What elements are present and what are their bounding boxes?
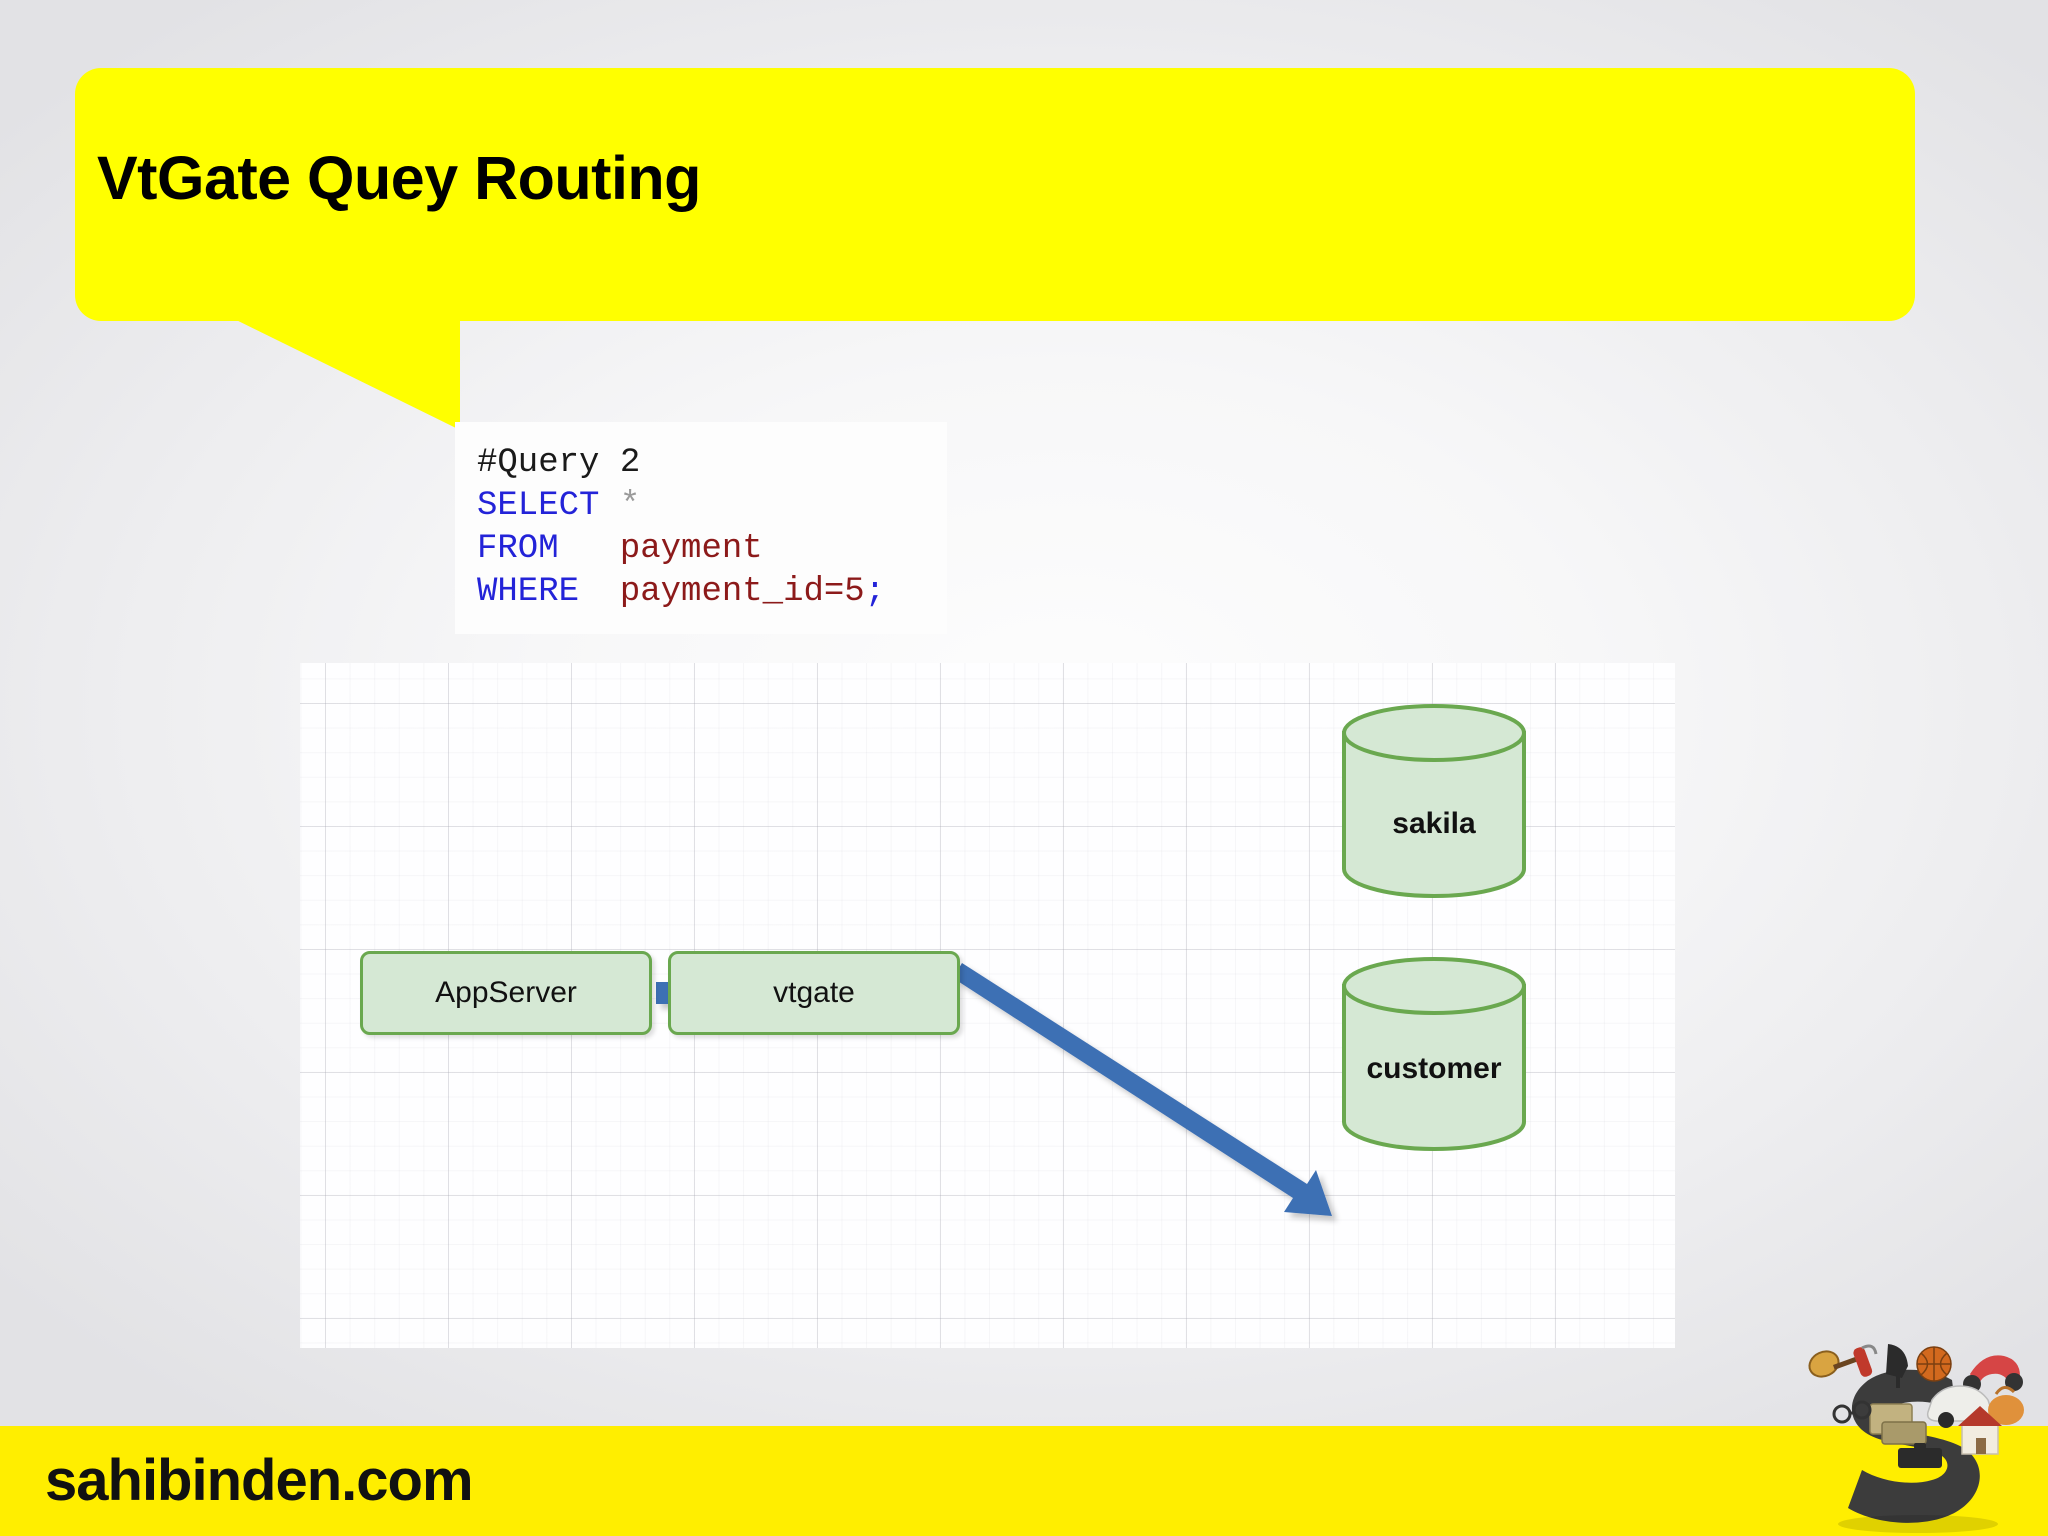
briefcase-icon xyxy=(1898,1443,1942,1468)
code-semicolon: ; xyxy=(864,573,886,611)
shoe-icon xyxy=(1886,1344,1908,1388)
title-bubble xyxy=(75,68,1915,321)
sahibinden-logo-icon xyxy=(1800,1336,2030,1536)
code-line-3: FROM payment xyxy=(455,528,947,571)
edge-vtgate-to-customer xyxy=(953,963,1332,1216)
footer-brand-text: sahibinden.com xyxy=(45,1448,474,1513)
code-table-name: payment xyxy=(619,530,763,568)
code-condition: payment_id=5 xyxy=(619,573,865,611)
code-comment: #Query 2 xyxy=(477,444,641,482)
footer-bar: sahibinden.com xyxy=(0,1426,2048,1536)
node-database-sakila[interactable]: sakila xyxy=(1340,703,1528,899)
node-vtgate[interactable]: vtgate xyxy=(668,951,960,1035)
code-line-1: #Query 2 xyxy=(455,442,947,485)
node-appserver-label: AppServer xyxy=(435,976,577,1009)
code-line-2: SELECT * xyxy=(455,485,947,528)
cylinder-icon xyxy=(1342,704,1526,898)
node-vtgate-label: vtgate xyxy=(773,976,855,1009)
furniture-icon xyxy=(1869,1403,1927,1445)
page-title: VtGate Quey Routing xyxy=(97,144,701,212)
house-icon xyxy=(1958,1406,2002,1455)
cylinder-icon xyxy=(1342,957,1526,1151)
node-appserver[interactable]: AppServer xyxy=(360,951,652,1035)
teapot-icon xyxy=(1988,1386,2024,1425)
code-keyword-select: SELECT xyxy=(477,487,600,525)
basketball-icon xyxy=(1916,1346,1952,1382)
glasses-icon xyxy=(1832,1400,1872,1424)
node-database-customer[interactable]: customer xyxy=(1340,956,1528,1152)
code-keyword-from: FROM xyxy=(477,530,559,568)
extinguisher-icon xyxy=(1853,1344,1878,1377)
sql-code-block: #Query 2 SELECT * FROM payment WHERE pay… xyxy=(455,422,947,634)
code-keyword-where: WHERE xyxy=(477,573,580,611)
diagram-nodes-layer: AppServer vtgate sakila customer xyxy=(300,663,1675,1348)
architecture-diagram: AppServer vtgate sakila customer xyxy=(300,663,1675,1348)
code-line-4: WHERE payment_id=5; xyxy=(455,571,947,614)
code-star: * xyxy=(619,487,641,525)
